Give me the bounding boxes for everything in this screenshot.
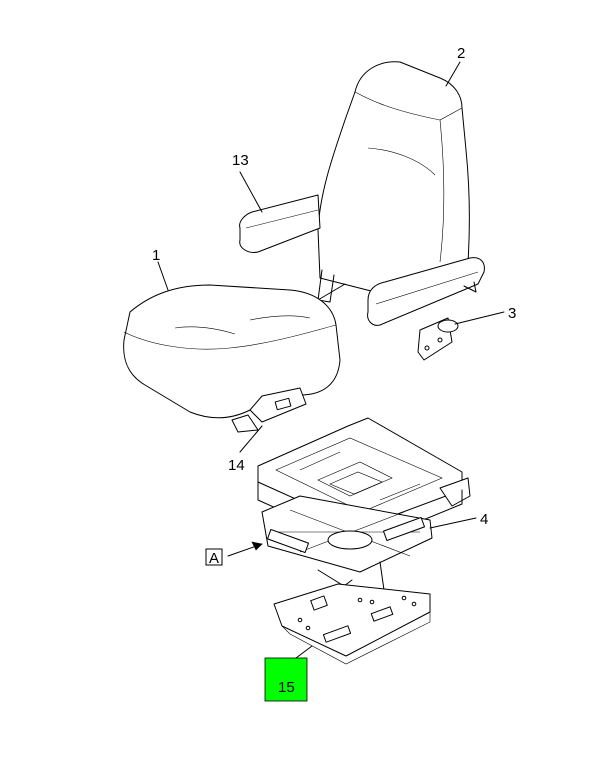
scissor-suspension[interactable] bbox=[261, 495, 433, 591]
arrow-head bbox=[251, 541, 263, 551]
callout-1[interactable]: 1 bbox=[152, 247, 160, 264]
callout-3[interactable]: 3 bbox=[508, 305, 516, 322]
callout-4[interactable]: 4 bbox=[480, 511, 488, 528]
recline-bracket[interactable] bbox=[417, 317, 459, 361]
callout-14[interactable]: 14 bbox=[228, 457, 245, 474]
seat-back[interactable] bbox=[317, 61, 470, 303]
callout-15[interactable]: 15 bbox=[278, 679, 295, 696]
callout-13[interactable]: 13 bbox=[232, 152, 249, 169]
right-armrest[interactable] bbox=[367, 257, 485, 326]
left-armrest[interactable] bbox=[239, 194, 321, 253]
base-riser[interactable] bbox=[273, 583, 431, 665]
leader-lines bbox=[157, 61, 505, 665]
view-a-label: A bbox=[209, 550, 219, 567]
view-a-box[interactable] bbox=[205, 548, 223, 566]
callout-2[interactable]: 2 bbox=[457, 45, 465, 62]
seat-cushion[interactable] bbox=[123, 284, 341, 433]
callout-15-highlight[interactable] bbox=[264, 657, 308, 702]
